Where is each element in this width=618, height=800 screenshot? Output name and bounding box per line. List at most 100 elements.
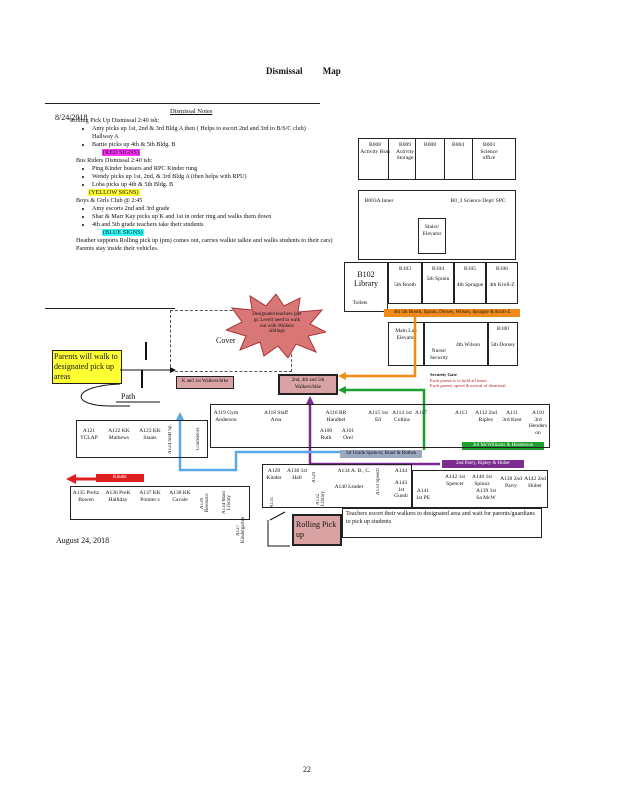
- library: [344, 262, 388, 312]
- room-b008: B008 Activity Bsm: [360, 142, 390, 155]
- teachers-note: Teachers escort their walkers to designa…: [346, 511, 535, 525]
- note-rolling-1: Amy picks up 1st, 2nd & 3rd Bldg A then …: [92, 125, 328, 141]
- building-a-lower-left: [70, 486, 250, 520]
- room-a137: A137 KK Pointer s: [139, 490, 161, 503]
- divider-1: [388, 138, 389, 180]
- section-rolling-title: Rolling Pick Up Dismissal 2:40 ish:: [70, 117, 160, 124]
- room-a134: A134 Main Library: [222, 491, 232, 515]
- room-a112: A112 2nd Ripley: [475, 410, 497, 423]
- main-lab-label: Main Lab Elevator: [395, 328, 417, 341]
- room-a115: A115 1st Ed: [368, 410, 388, 423]
- room-b003: B003 Science office: [480, 142, 498, 161]
- b104-teacher: 5th Sprain: [426, 276, 450, 282]
- room-b008b: B008: [424, 142, 436, 148]
- room-a132: A132 Library: [316, 491, 326, 507]
- footer-date: August 24, 2018: [56, 536, 110, 545]
- room-a136: A136 PreK Halliday: [105, 490, 131, 503]
- dismissal-notes: Rolling Pick Up Dismissal 2:40 ish: Amy …: [58, 117, 333, 253]
- starburst-callout: [226, 294, 326, 358]
- blue-signs-label: (BLUE SIGNS): [102, 229, 144, 236]
- title-word-1: Dismissal: [266, 66, 303, 76]
- teachers-note-box: [342, 508, 542, 538]
- room-a113: A113: [454, 410, 468, 416]
- toilets-label: Toilets: [352, 300, 368, 306]
- counselors-label: Counselors: [196, 427, 201, 451]
- b100-teacher: 5th Dorsey: [490, 342, 516, 348]
- room-a139b: A139 1st Sa McW: [475, 488, 496, 501]
- walkers-245-box: 2nd, 4th and 5th Walkers/bike: [278, 374, 338, 395]
- room-a142: A142 1st Spencer: [444, 474, 465, 487]
- room-a142b: A142 2nd Huber: [524, 476, 546, 489]
- room-a118: A118 Staff Area: [264, 410, 288, 423]
- room-b105: [454, 262, 486, 304]
- room-a100: A100 Ruth: [319, 428, 333, 441]
- stairs-label: Stairs/ Elevator: [422, 224, 442, 237]
- wilson-label: 4th Wilson: [456, 342, 480, 348]
- first-grade-bar: 1st Grade Spencer, Brael & Ruthen: [340, 450, 422, 458]
- room-a127: A127 Kindergarten: [236, 516, 246, 544]
- b103-label: B103: [399, 266, 411, 272]
- second-grade-bar: 2nd Parry, Ripley & Huber: [442, 460, 524, 468]
- page-title: Dismissal Map: [266, 66, 341, 76]
- room-b009: B009 Activity Storage: [395, 142, 415, 161]
- note-heather: Heather supports Rolling pick up (pm) co…: [76, 237, 333, 252]
- room-a116: A116 RR Handbel: [325, 410, 347, 423]
- room-a123: A123 KK Staats: [139, 428, 161, 441]
- section-club-title: Boys & Girls Club @ 2:45: [76, 197, 143, 204]
- b103-teacher: 5th Booth: [394, 282, 416, 288]
- room-a138: A138 KK Cavale: [169, 490, 191, 503]
- room-b003a: B003A Inner: [364, 198, 394, 204]
- section-bus-title: Bus Riders Dismissal 2:40 ish:: [76, 157, 153, 164]
- room-b106: [486, 262, 518, 304]
- room-a131: A131: [270, 496, 275, 508]
- stairs-elevator: [418, 218, 446, 254]
- yellow-signs-label: (YELLOW SIGNS): [88, 189, 140, 196]
- security-note-1: Security Gate: [430, 372, 457, 377]
- walking-path: [80, 342, 176, 407]
- rolling-pickup-box: Rolling Pick up: [292, 514, 342, 546]
- b105-label: B105: [464, 266, 476, 272]
- science-wing-top: [358, 138, 516, 180]
- note-bus-2: Wendy picks up 1st, 2nd, & 3rd Bldg A (t…: [92, 173, 328, 181]
- notes-top-rule: [45, 103, 320, 104]
- room-b-wilson: [424, 322, 488, 366]
- note-bus-3: Loba picks up 4th & 5th Bldg. B: [92, 181, 328, 189]
- room-a135: A135 Preliz Bowen: [72, 490, 100, 503]
- note-bus-1: Ping Kinder bussers and RPC Kinder rung: [92, 165, 328, 173]
- room-a114: A114 1st Collins: [392, 410, 412, 423]
- note-club-3: 4th and 5th grade teachers take their st…: [92, 221, 328, 229]
- room-a119: A119 Gym Anderson: [213, 410, 239, 423]
- map-top-rule: [45, 308, 175, 309]
- security-note-3: Each parent, speed & arrival of dismissa…: [430, 383, 506, 388]
- starburst-text: Designated teachers (per gr. Level) need…: [252, 312, 302, 335]
- room-a138b: A138 2nd Parry: [500, 476, 522, 489]
- room-a122: A122 KK Mathews: [108, 428, 130, 441]
- notes-heading: Dismissal Notes: [170, 108, 213, 115]
- title-word-2: Map: [322, 66, 341, 76]
- room-a140: A140 1st Spinoz: [471, 474, 492, 487]
- b104-label: B104: [432, 266, 444, 272]
- room-staff: A124 Staff Sp.: [168, 424, 173, 454]
- divider-2: [415, 138, 416, 180]
- room-a110: A110 3rd Henders on: [528, 410, 548, 436]
- science-wing-mid: [358, 190, 516, 260]
- room-b004: B004: [452, 142, 464, 148]
- page-number: 22: [303, 765, 311, 774]
- parents-walk-note: Parents will walk to designated pick up …: [52, 350, 122, 384]
- room-a128: A128 Kinder: [266, 468, 282, 481]
- room-a139: A139 Resource: [200, 493, 210, 513]
- library-label: B102 Library: [354, 270, 378, 288]
- room-a133: A133 Speech: [376, 468, 381, 496]
- note-rolling-2: Bartie picks up 4th & 5th Bldg. B: [92, 141, 328, 149]
- b106-label: B106: [496, 266, 508, 272]
- room-a117: A117: [414, 410, 428, 416]
- orange-pickup-bar: 4th 5th Booth, Sprain, Dorsey, Wilson, S…: [384, 309, 520, 317]
- room-a129: A129: [312, 471, 317, 483]
- note-club-2: Shar & Marr Kay picks up K and 1st in or…: [92, 213, 328, 221]
- room-a111: A111 3rd Kent: [502, 410, 522, 423]
- divider-4: [472, 138, 473, 180]
- third-grade-bar: 3rd McWilliams & Henderson: [462, 442, 544, 450]
- path-label: Path: [121, 392, 136, 401]
- main-lab: [388, 322, 424, 366]
